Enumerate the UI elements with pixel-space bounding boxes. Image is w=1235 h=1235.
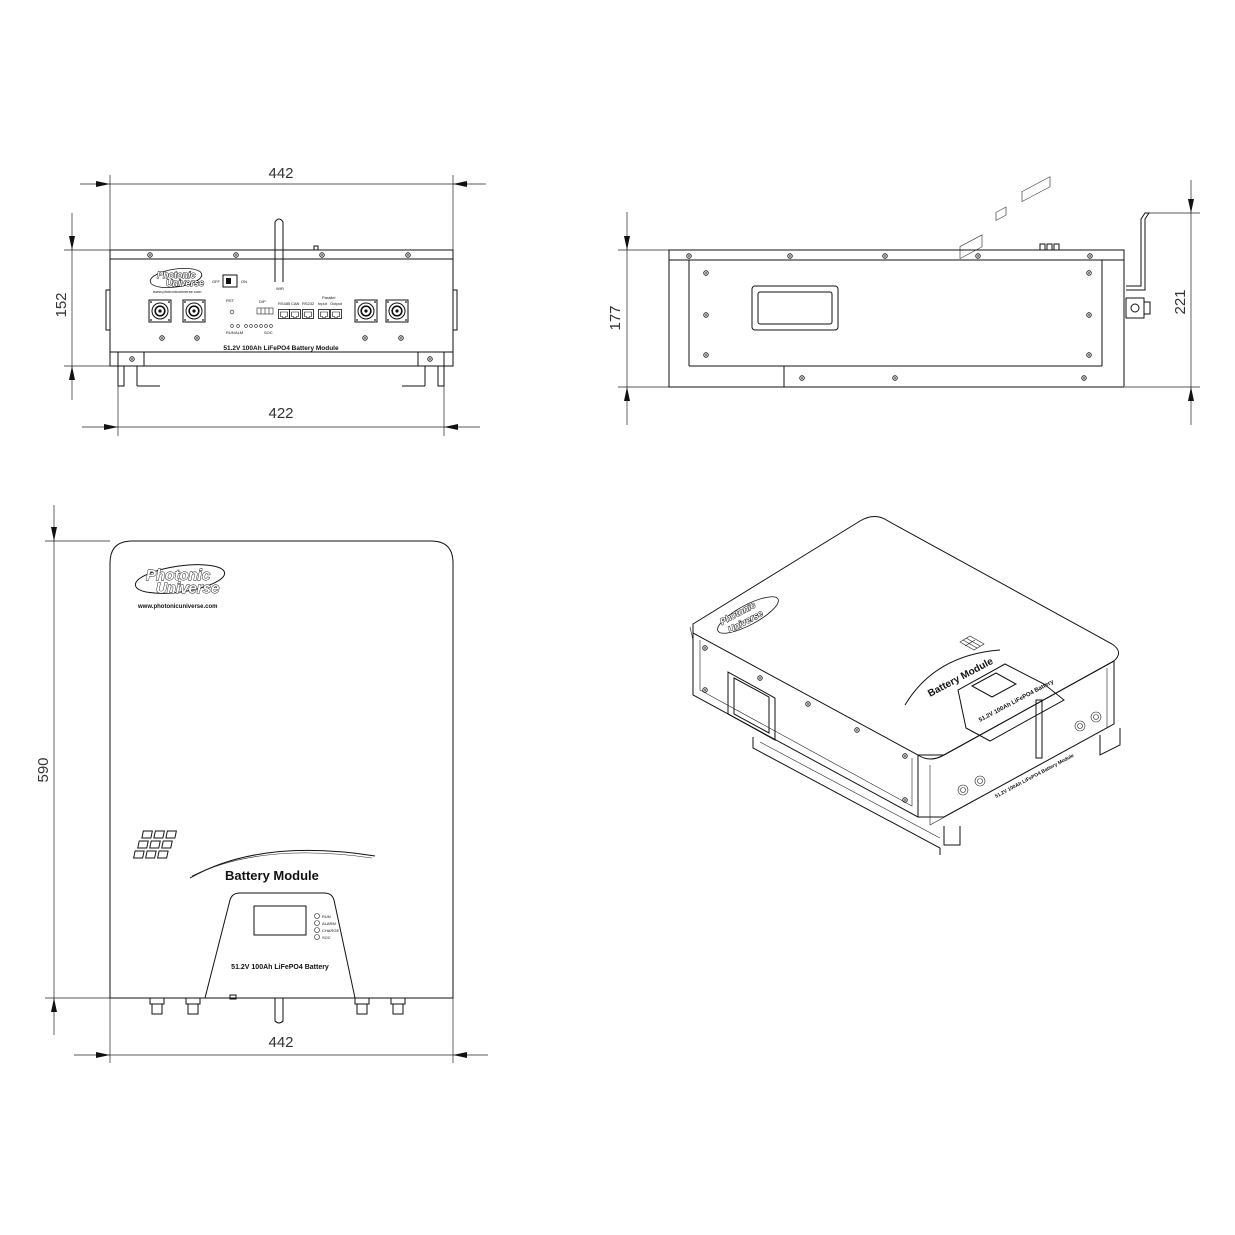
output-label: Output	[330, 301, 343, 306]
parallel-output-port[interactable]	[330, 309, 342, 319]
rs232-label: RS232	[302, 301, 315, 306]
top-height-value: 590	[35, 757, 52, 782]
dip-label: DIP	[259, 299, 266, 304]
side-antenna	[1125, 212, 1151, 319]
top-width-value: 442	[268, 1034, 293, 1051]
front-module-label: 51.2V 100Ah LiFePO4 Battery Module	[223, 345, 339, 352]
side-height-dimension: 177	[607, 212, 669, 425]
front-view: 442 152 422	[53, 165, 486, 436]
top-website: www.photonicuniverse.com	[137, 604, 217, 610]
terminal-1[interactable]	[148, 299, 172, 323]
can-label: CAN	[291, 301, 300, 306]
front-wifi-label: WiFi	[276, 286, 284, 291]
isometric-view: Photonic Universe Battery Module 51.2V 1…	[689, 176, 1121, 855]
top-logo-line2: Universe	[156, 580, 219, 597]
top-view: 590 442 Photonic Universe www.photonicun…	[35, 505, 488, 1063]
top-lcd-display	[253, 905, 307, 936]
iso-module-label: 51.2V 100Ah LiFePO4 Battery	[978, 679, 1055, 724]
terminal-4[interactable]	[385, 299, 409, 323]
base-width-dimension: 422	[82, 385, 480, 436]
base-width-value: 422	[268, 405, 293, 422]
rst-label: RST	[226, 298, 235, 303]
side-total-height-value: 221	[1172, 289, 1189, 314]
switch-off-label: OFF	[212, 279, 221, 284]
switch-on-label: ON	[241, 279, 247, 284]
top-led-label-3: CHARGE	[322, 928, 339, 933]
top-battery-module-label: Battery Module	[225, 868, 319, 883]
top-led-label-4: SOC	[322, 935, 331, 940]
top-terminals	[149, 994, 406, 1024]
top-height-dimension: 590	[35, 505, 110, 1035]
front-logo-line1: Photonic	[157, 270, 196, 280]
front-height-value: 152	[53, 292, 70, 317]
power-switch[interactable]: OFF ON	[212, 274, 247, 288]
top-width-dimension: 442	[74, 998, 488, 1063]
reset-button[interactable]	[229, 309, 235, 315]
terminal-3[interactable]	[354, 299, 378, 323]
side-total-height-dimension: 221	[1125, 180, 1200, 425]
iso-front-panel: 51.2V 100Ah LiFePO4 Battery Module	[957, 176, 1102, 800]
rs232-port[interactable]	[302, 309, 314, 319]
solar-panel-icon	[133, 830, 177, 859]
top-module-label: 51.2V 100Ah LiFePO4 Battery	[231, 964, 329, 971]
iso-front-module-label: 51.2V 100Ah LiFePO4 Battery Module	[994, 753, 1075, 800]
front-logo-line2: Universe	[166, 278, 204, 288]
can-port[interactable]	[289, 309, 301, 319]
front-logo: Photonic Universe www.photonicuniverse.c…	[149, 267, 204, 294]
side-view: 177 221	[607, 180, 1200, 425]
iso-solar-icon	[959, 635, 985, 651]
front-height-dimension: 152	[53, 213, 118, 400]
iso-logo: Photonic Universe	[717, 596, 779, 635]
dip-switch[interactable]	[256, 307, 274, 315]
rs485-port[interactable]	[278, 309, 290, 319]
front-feet	[117, 351, 445, 387]
side-handle[interactable]	[751, 285, 839, 331]
alm-label: ALM	[235, 330, 243, 335]
iso-handle	[727, 671, 776, 741]
input-label: Input	[318, 301, 328, 306]
soc-label: SOC	[264, 330, 273, 335]
top-led-label-1: RUN	[322, 914, 331, 919]
front-width-dimension: 442	[80, 165, 486, 250]
front-website: www.photonicuniverse.com	[153, 289, 202, 294]
parallel-input-port[interactable]	[318, 309, 330, 319]
terminal-2[interactable]	[182, 299, 206, 323]
side-height-value: 177	[607, 305, 624, 330]
top-led-indicators: RUN ALARM CHARGE SOC	[314, 913, 339, 940]
top-logo-line1: Photonic	[146, 567, 211, 584]
front-width-value: 442	[268, 165, 293, 182]
run-label: RUN	[226, 330, 235, 335]
parallel-label: Parallel	[322, 295, 335, 300]
top-logo: Photonic Universe www.photonicuniverse.c…	[134, 564, 226, 610]
top-led-label-2: ALARM	[322, 921, 336, 926]
rs485-label: RS485	[278, 301, 291, 306]
